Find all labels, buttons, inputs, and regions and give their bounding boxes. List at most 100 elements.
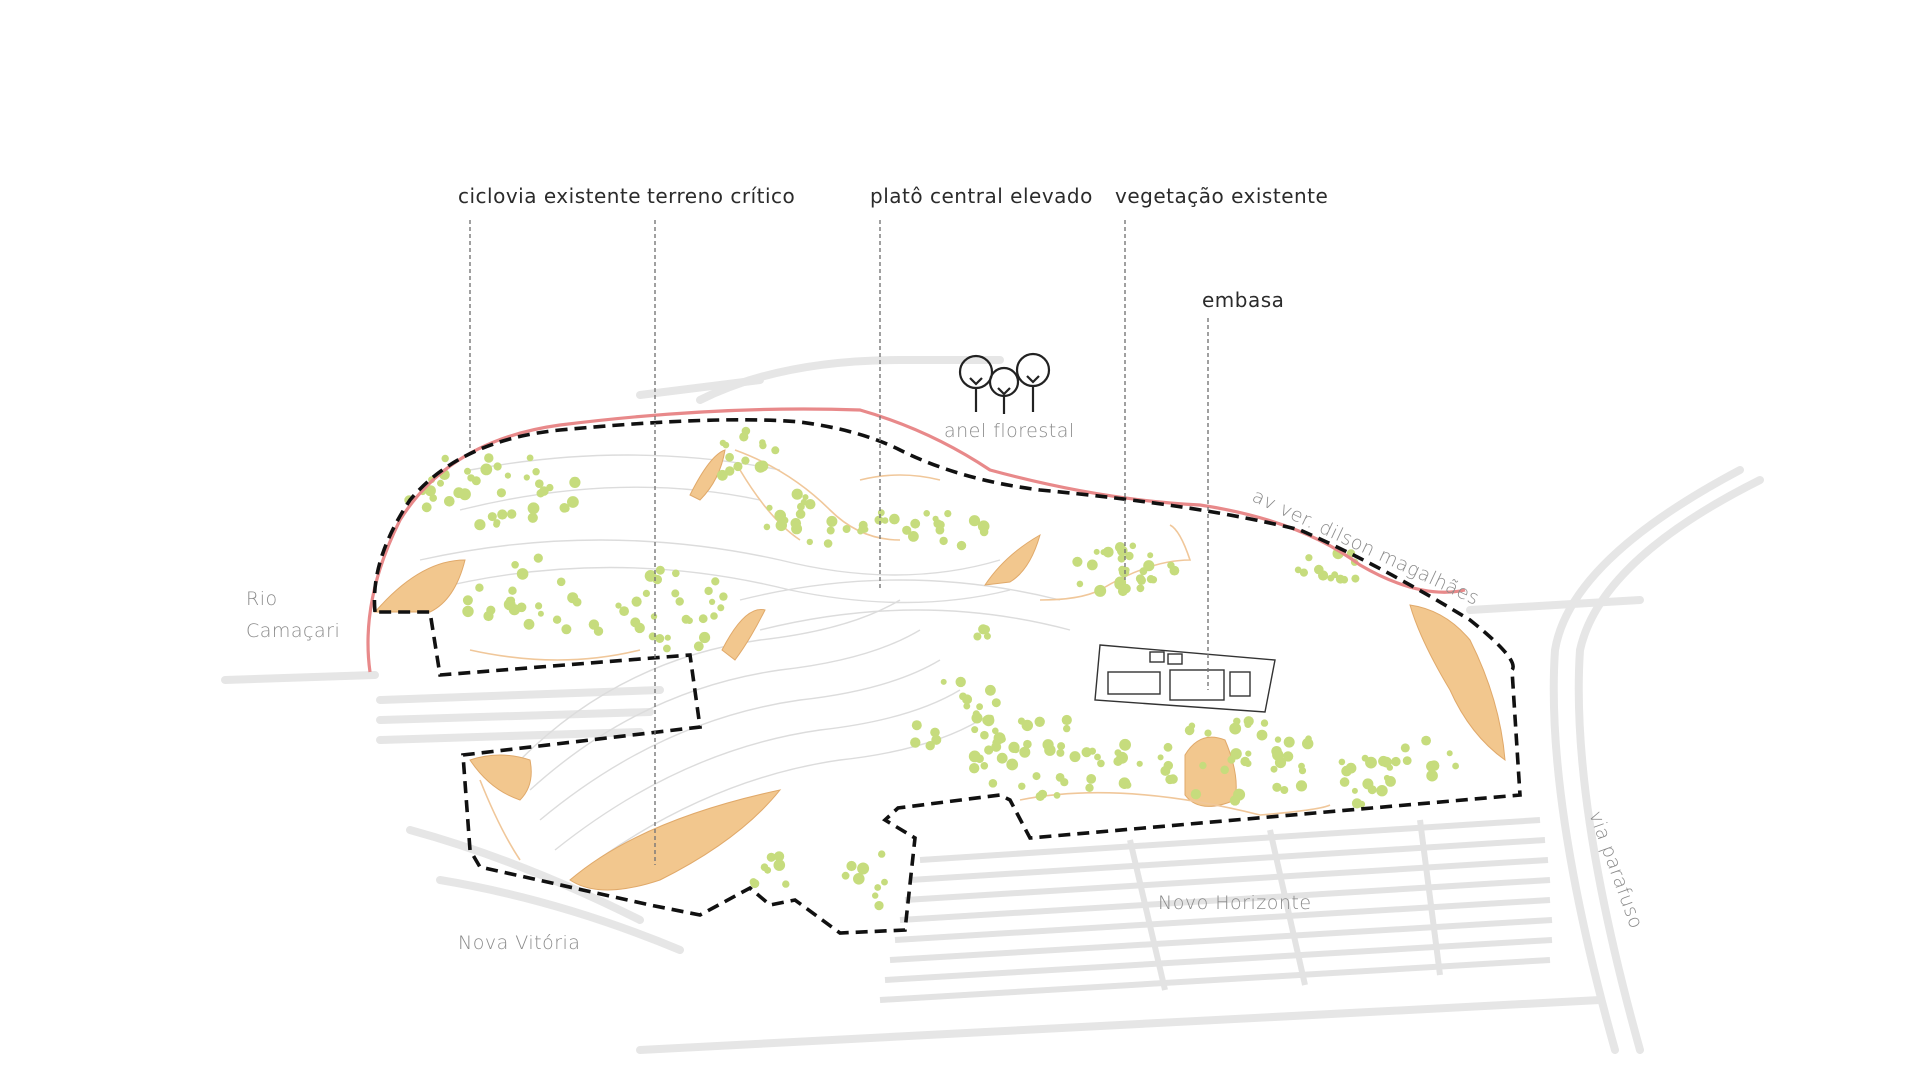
tree-dot bbox=[923, 510, 930, 517]
tree-dot bbox=[483, 610, 494, 622]
tree-dot bbox=[1280, 786, 1289, 794]
tree-dot bbox=[1184, 725, 1195, 736]
tree-dot bbox=[1165, 774, 1175, 785]
tree-dot bbox=[874, 884, 882, 891]
tree-dot bbox=[561, 624, 572, 635]
road-west bbox=[221, 671, 379, 684]
tree-dot bbox=[980, 730, 989, 740]
tree-dot bbox=[881, 517, 889, 524]
tree-dot bbox=[1009, 758, 1016, 765]
tree-dot bbox=[441, 454, 449, 463]
tree-dot bbox=[1331, 571, 1339, 579]
tree-dot bbox=[853, 873, 865, 885]
tree-dot bbox=[1117, 554, 1126, 563]
tree-dot bbox=[1093, 548, 1100, 555]
tree-dot bbox=[1018, 782, 1026, 790]
tree-dot bbox=[984, 745, 994, 755]
tree-dot bbox=[874, 515, 884, 525]
tree-dot bbox=[981, 625, 990, 634]
tree-dot bbox=[493, 521, 500, 528]
tree-dot bbox=[930, 727, 940, 738]
tree-dot bbox=[797, 502, 805, 511]
tree-dot bbox=[741, 426, 751, 436]
tree-dot bbox=[846, 860, 857, 872]
tree-dot bbox=[672, 569, 680, 578]
tree-dot bbox=[1063, 724, 1071, 733]
tree-dot bbox=[1057, 742, 1066, 751]
tree-dot bbox=[1446, 750, 1453, 757]
tree-dot bbox=[1044, 744, 1056, 756]
tree-dot bbox=[959, 692, 967, 701]
tree-dot bbox=[1383, 774, 1391, 782]
road-grid-3 bbox=[376, 728, 644, 744]
tree-dot bbox=[992, 738, 1001, 748]
tree-dot bbox=[467, 474, 475, 482]
tree-dot bbox=[1143, 560, 1155, 572]
tree-dot bbox=[1129, 542, 1137, 550]
tree-dot bbox=[1338, 758, 1346, 766]
tree-dot bbox=[955, 676, 966, 688]
tree-dot bbox=[976, 703, 983, 711]
existing-vegetation bbox=[404, 426, 1459, 911]
terrain-south bbox=[569, 789, 782, 891]
tree-dot bbox=[1305, 735, 1312, 742]
tree-dot bbox=[675, 597, 684, 606]
nova-vitoria-label: Nova Vitória bbox=[458, 932, 581, 954]
tree-dot bbox=[709, 598, 716, 606]
tree-dot bbox=[655, 565, 665, 575]
tree-dot bbox=[497, 509, 508, 520]
tree-dot bbox=[1113, 756, 1123, 767]
tree-dot bbox=[719, 439, 727, 447]
tree-dot bbox=[940, 678, 947, 685]
tree-dot bbox=[619, 606, 629, 616]
tree-dot bbox=[462, 595, 473, 606]
tree-dot bbox=[956, 540, 967, 551]
tree-dot bbox=[1204, 729, 1212, 737]
tree-dot bbox=[1341, 765, 1352, 777]
tree-dot bbox=[823, 539, 833, 548]
tree-dot bbox=[1136, 760, 1143, 767]
tree-dot bbox=[507, 509, 517, 519]
tree-dot bbox=[1032, 772, 1041, 781]
anel-florestal-label: anel florestal bbox=[944, 420, 1075, 442]
tree-dot bbox=[977, 520, 990, 532]
tree-dot bbox=[826, 515, 838, 527]
rio-label-line2: Camaçari bbox=[246, 620, 341, 642]
tree-dot bbox=[1233, 717, 1241, 725]
tree-dot bbox=[902, 525, 912, 535]
tree-dot bbox=[857, 862, 870, 875]
callout-embasa: embasa bbox=[1202, 288, 1285, 312]
tree-dot bbox=[925, 741, 935, 751]
novo-horizonte-label: Novo Horizonte bbox=[1158, 892, 1312, 914]
tree-dot bbox=[991, 698, 1001, 708]
tree-dot bbox=[1335, 574, 1345, 584]
tree-dot bbox=[774, 851, 785, 862]
tree-dot bbox=[516, 602, 527, 613]
tree-dot bbox=[1426, 760, 1437, 772]
tree-dot bbox=[444, 496, 455, 507]
embasa-building bbox=[1094, 644, 1276, 713]
tree-dot bbox=[741, 456, 750, 465]
callout-ciclovia: ciclovia existente bbox=[458, 184, 642, 208]
terrain-southwest bbox=[469, 754, 532, 801]
site-boundary bbox=[372, 417, 1522, 935]
tree-dot bbox=[717, 469, 728, 481]
tree-dot bbox=[1391, 756, 1401, 767]
tree-dot bbox=[763, 523, 771, 531]
tree-dot bbox=[1056, 748, 1065, 757]
tree-dot bbox=[480, 463, 493, 476]
tree-dot bbox=[889, 513, 900, 525]
tree-dot bbox=[1243, 716, 1254, 727]
tree-dot bbox=[971, 726, 979, 734]
tree-dot bbox=[1271, 746, 1282, 757]
tree-dot bbox=[475, 583, 484, 592]
tree-dot bbox=[1376, 785, 1388, 797]
tree-dot bbox=[474, 519, 486, 531]
road-northwest bbox=[636, 376, 764, 399]
tree-dot bbox=[971, 712, 983, 724]
tree-dot bbox=[968, 515, 981, 527]
tree-dot bbox=[910, 518, 921, 529]
tree-dot bbox=[1061, 714, 1072, 726]
tree-dot bbox=[759, 441, 767, 450]
tree-dot bbox=[532, 468, 540, 476]
